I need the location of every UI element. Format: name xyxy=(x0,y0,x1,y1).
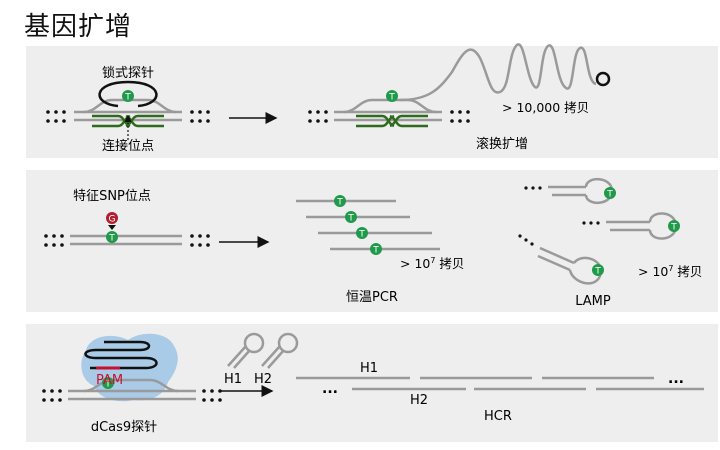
svg-text:T: T xyxy=(388,93,395,103)
padlock-probe-group: T 锁式探针 连接位点 xyxy=(46,65,210,154)
snp-dots-left xyxy=(44,234,64,247)
pcr-copies-label: > 107 拷贝 xyxy=(400,256,464,271)
pcr-t-marker-3: T xyxy=(356,227,368,240)
h2-label: H2 xyxy=(254,372,272,387)
svg-text:T: T xyxy=(372,246,379,256)
snp-dna xyxy=(70,234,182,246)
pcr-label: 恒温PCR xyxy=(346,290,398,305)
svg-text:T: T xyxy=(358,230,365,240)
dots-right xyxy=(190,110,210,123)
rca-dots-left xyxy=(308,110,328,123)
isothermal-pcr-group: T T T T > 107 拷贝 恒温PCR xyxy=(296,195,464,305)
ligation-label: 连接位点 xyxy=(102,138,154,154)
rca-circle-template xyxy=(595,71,611,87)
rca-green-arms xyxy=(356,114,428,128)
hcr-label: HCR xyxy=(484,409,512,424)
lamp-hairpin-1: T xyxy=(524,178,616,204)
lamp-label: LAMP xyxy=(575,294,611,309)
dcas9-dna xyxy=(68,378,196,401)
guide-rna xyxy=(84,340,158,370)
snp-label: 特征SNP位点 xyxy=(73,189,151,204)
pcr-t-marker-2: T xyxy=(345,211,357,224)
panel-rolling-circle xyxy=(26,46,718,158)
dcas9-label: dCas9探针 xyxy=(91,420,157,435)
hcr-dots-right: ... xyxy=(668,371,684,387)
t-marker: T xyxy=(122,90,134,103)
hcr-polymer: ... ... H1 H2 HCR xyxy=(296,361,704,424)
rca-product-wave xyxy=(399,43,597,102)
dcas9-group: T PAM dCas9探针 xyxy=(42,333,222,435)
svg-text:T: T xyxy=(606,190,613,200)
svg-text:T: T xyxy=(336,198,343,208)
lamp-copies-label: > 107 拷贝 xyxy=(638,264,702,279)
svg-text:T: T xyxy=(594,267,601,277)
hcr-dots-left: ... xyxy=(322,381,338,397)
dcas9-t-marker: T xyxy=(102,377,114,390)
rca-label: 滚换扩增 xyxy=(476,136,528,152)
snp-t-marker: T xyxy=(106,231,118,244)
svg-text:T: T xyxy=(104,380,111,390)
padlock-label: 锁式探针 xyxy=(102,65,154,81)
hcr-hairpins: H1 H2 xyxy=(224,332,299,387)
lamp-group: T T T xyxy=(518,178,702,309)
hcr-h2-label: H2 xyxy=(410,393,428,408)
g-pointer xyxy=(108,225,116,230)
lamp-hairpin-2: T xyxy=(582,212,680,240)
svg-text:T: T xyxy=(347,214,354,224)
dcas9-dots-left xyxy=(42,389,62,402)
dots-left xyxy=(46,110,66,123)
pam-label: PAM xyxy=(96,373,123,388)
rolling-circle-group: T > 10,000 拷贝 滚换扩增 xyxy=(308,43,611,152)
dcas9-dots-right xyxy=(202,389,222,402)
pcr-t-marker-4: T xyxy=(370,243,382,256)
rca-t-marker: T xyxy=(386,90,398,103)
pcr-t-marker-1: T xyxy=(334,195,346,208)
rca-copies-label: > 10,000 拷贝 xyxy=(502,100,589,115)
snp-dots-right xyxy=(190,234,210,247)
panel-isothermal-pcr-lamp xyxy=(26,170,718,312)
g-marker: G xyxy=(106,212,118,225)
svg-text:G: G xyxy=(109,215,116,225)
svg-text:T: T xyxy=(124,93,131,103)
pcr-strands xyxy=(296,199,440,251)
svg-text:T: T xyxy=(670,223,677,233)
snp-target-group: 特征SNP位点 G T xyxy=(44,189,210,247)
lamp-hairpin-3: T xyxy=(518,234,604,285)
h1-label: H1 xyxy=(224,372,242,387)
padlock-circle xyxy=(98,80,158,108)
page-title: 基因扩增 xyxy=(24,12,133,42)
rca-dots-right xyxy=(450,110,470,123)
svg-text:T: T xyxy=(108,234,115,244)
hcr-h1-label: H1 xyxy=(360,361,378,376)
